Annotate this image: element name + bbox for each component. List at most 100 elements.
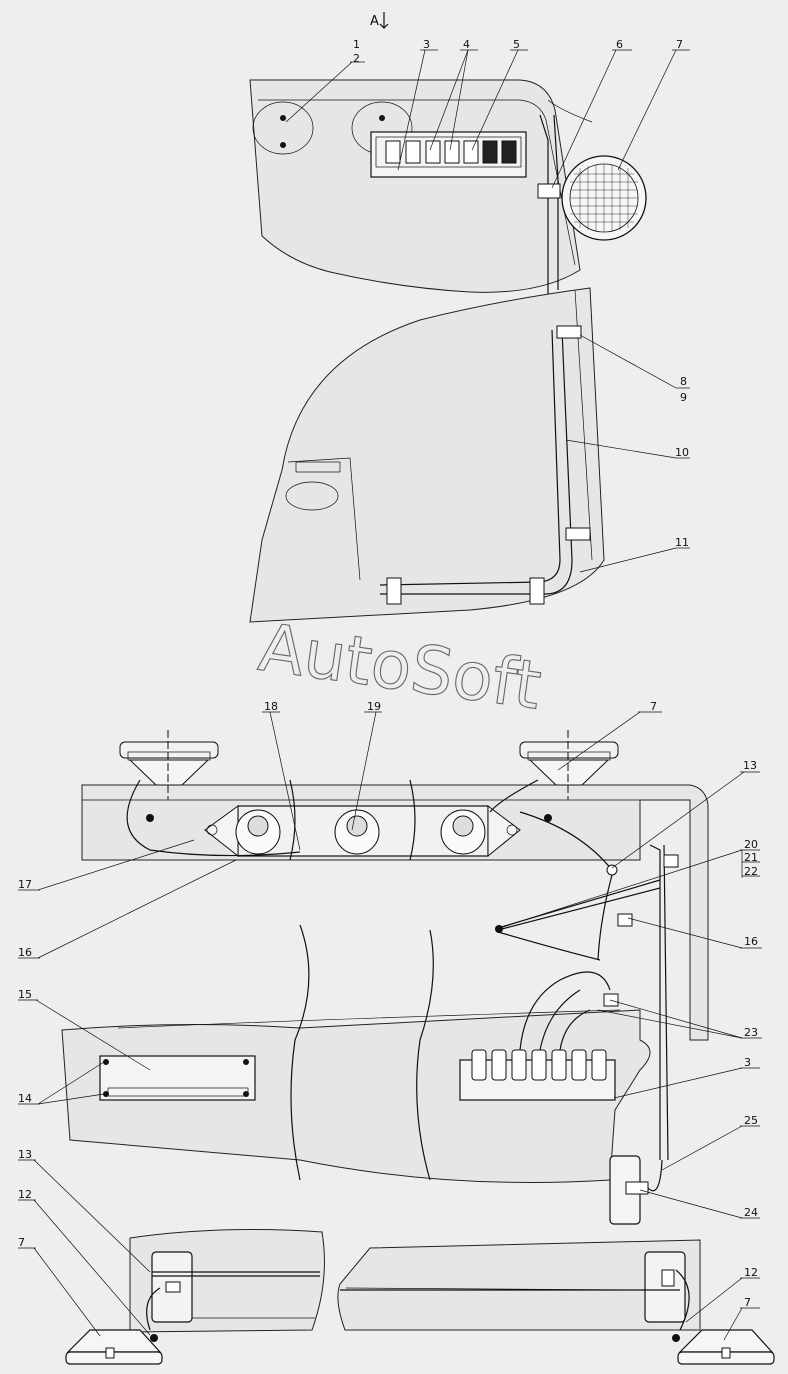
- clamp: [537, 183, 561, 199]
- switch-row: [385, 140, 517, 164]
- vertical-harness-2: [663, 844, 669, 1161]
- wire-to-connector: [519, 811, 613, 871]
- callout-17: 17: [18, 878, 32, 891]
- callout-3: 3: [423, 38, 430, 51]
- screw: [243, 1059, 249, 1065]
- callout-7: 7: [676, 38, 683, 51]
- rear-lamps-view: [65, 1229, 775, 1365]
- dash-vents: [295, 461, 341, 473]
- clip: [663, 854, 679, 868]
- connector: [606, 864, 618, 876]
- callout-13: 13: [743, 759, 757, 772]
- callout-19: 19: [367, 700, 381, 713]
- callout-20: 20: [744, 838, 758, 851]
- view-label: A: [370, 14, 379, 29]
- clip: [617, 913, 633, 927]
- screw: [243, 1091, 249, 1097]
- screw: [280, 142, 286, 148]
- callout-6: 6: [616, 38, 623, 51]
- harness-branch: [497, 931, 601, 961]
- beacon-lamp-right: [519, 730, 619, 800]
- break-line: [416, 929, 434, 1181]
- break-line: [409, 779, 416, 861]
- switch: [405, 140, 421, 164]
- callout-10: 10: [675, 446, 689, 459]
- callout-2: 2: [353, 52, 360, 65]
- rear-lamp-bracket-right: [644, 1251, 686, 1323]
- rear-beam-right: [337, 1239, 701, 1331]
- callout-1: 1: [353, 38, 360, 51]
- callout-14: 14: [18, 1092, 32, 1105]
- callout-16-right: 16: [744, 935, 758, 948]
- dash-block: [287, 457, 361, 581]
- switch: [482, 140, 498, 164]
- cable-top: [539, 114, 549, 300]
- ground-point: [146, 814, 154, 822]
- relay-connector: [625, 1181, 649, 1195]
- bolt: [206, 824, 218, 836]
- callout-labels: 1 2 3 4 5 6 7 8 9 10 11 7 13 18 19 20 21…: [18, 38, 758, 1309]
- connector: [495, 925, 503, 933]
- callout-25: 25: [744, 1114, 758, 1127]
- bolt: [672, 1334, 680, 1342]
- screw: [103, 1091, 109, 1097]
- cable-top-2: [553, 114, 559, 290]
- screw: [379, 115, 385, 121]
- dash-gauge: [285, 481, 339, 511]
- clamp: [565, 527, 591, 541]
- connector: [165, 1281, 181, 1293]
- speaker-bar-end-right: [487, 805, 521, 858]
- switch-wire: [519, 971, 611, 1051]
- clamp: [556, 325, 582, 339]
- break-line: [289, 779, 296, 861]
- view-a-cab-roof: A: [249, 12, 647, 623]
- callout-7-mid: 7: [650, 700, 657, 713]
- screw: [280, 115, 286, 121]
- switch-panel-frame: [375, 136, 522, 168]
- callout-16: 16: [18, 946, 32, 959]
- section-edge: [117, 1009, 621, 1029]
- view-arrow-icon: [379, 12, 389, 29]
- warning-lamp-right: [677, 1329, 775, 1365]
- switch: [501, 140, 517, 164]
- leader-lines: [18, 49, 762, 1341]
- wire: [547, 99, 593, 123]
- clamp: [529, 577, 545, 605]
- speaker-cone: [346, 815, 368, 837]
- callout-5: 5: [513, 38, 520, 51]
- switch-row-lower: [471, 1049, 607, 1081]
- roof-inner-edge: [258, 99, 576, 266]
- callout-21: 21: [744, 851, 758, 864]
- bolt: [506, 824, 518, 836]
- switch-wire: [539, 989, 581, 1051]
- callout-7-bottom-right: 7: [744, 1296, 751, 1309]
- warning-lamp-left: [65, 1329, 163, 1365]
- harness-branch: [497, 887, 661, 931]
- switch: [385, 140, 401, 164]
- wire-left-beacon: [126, 779, 301, 857]
- conduit-outer: [380, 329, 573, 595]
- callout-12: 12: [18, 1188, 32, 1201]
- blank-panel: [99, 1055, 256, 1101]
- callout-24: 24: [744, 1206, 758, 1219]
- switch: [444, 140, 460, 164]
- callout-18: 18: [264, 700, 278, 713]
- callout-7-bottom-left: 7: [18, 1236, 25, 1249]
- beacon-lamp-left: [119, 730, 219, 800]
- callout-11: 11: [675, 536, 689, 549]
- roof-panel: [249, 79, 581, 293]
- switch: [463, 140, 479, 164]
- break-line: [290, 924, 310, 1181]
- connector: [661, 1269, 675, 1287]
- screw: [103, 1059, 109, 1065]
- ground-point: [544, 814, 552, 822]
- callout-23: 23: [744, 1026, 758, 1039]
- callout-22: 22: [744, 865, 758, 878]
- harness-branch: [597, 874, 613, 961]
- rear-wire-drop: [675, 1269, 690, 1331]
- callout-12-right: 12: [744, 1266, 758, 1279]
- vertical-harness: [649, 844, 661, 1160]
- roof-electrical-view: [61, 730, 709, 1225]
- speaker-cone: [452, 815, 474, 837]
